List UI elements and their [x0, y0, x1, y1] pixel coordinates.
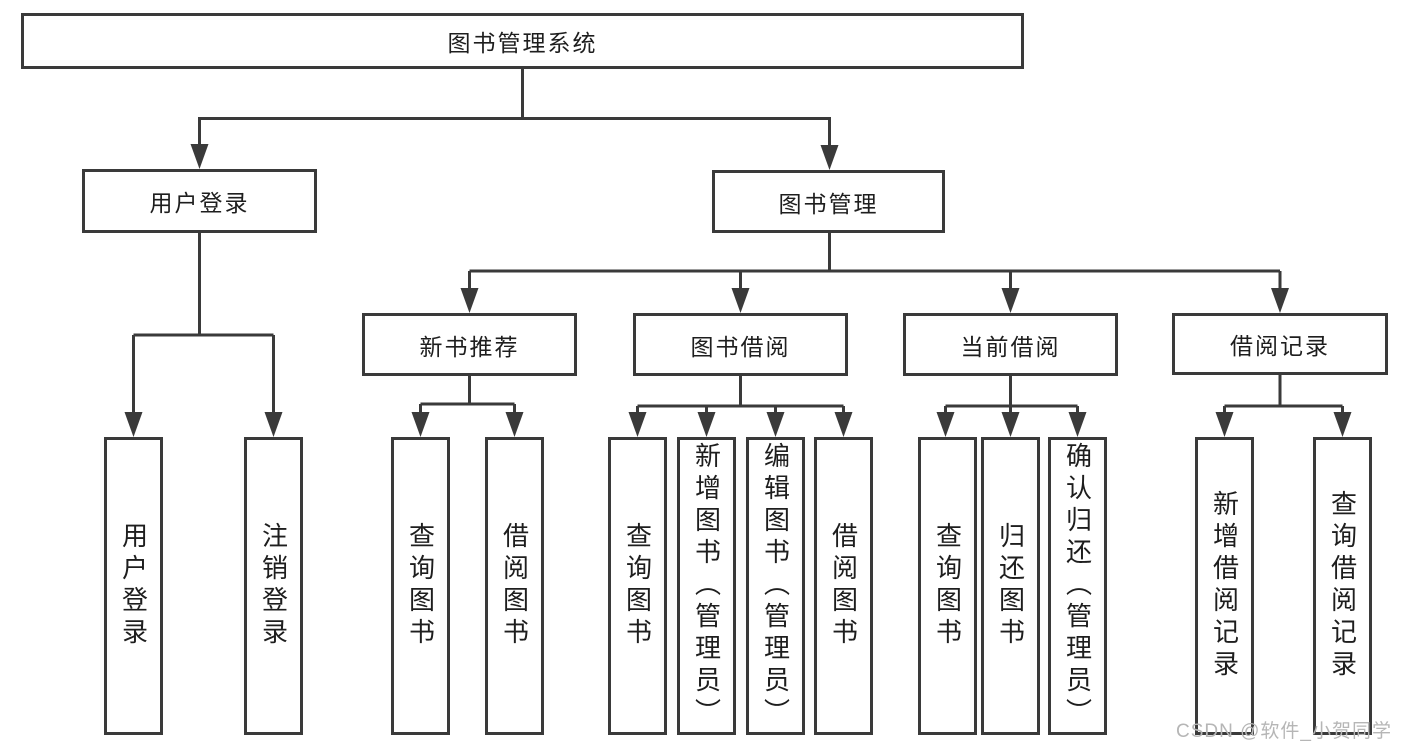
arrow-icon	[766, 412, 785, 437]
leaf-borrow-borrow-book: 借阅图书	[814, 437, 873, 735]
arrow-icon	[264, 412, 283, 437]
leaf-borrow-edit-book-admin: 编辑图书（管理员）	[746, 437, 805, 735]
leaf-user-login: 用户登录	[104, 437, 163, 735]
wire-new-book-children	[419, 376, 516, 418]
leaf-record-query-record: 查询借阅记录	[1313, 437, 1372, 735]
node-root: 图书管理系统	[21, 13, 1024, 69]
arrow-icon	[1333, 412, 1352, 437]
arrow-icon	[628, 412, 647, 437]
wire-book-mgmt-children	[468, 233, 1282, 294]
wire-current-borrow-children	[944, 376, 1079, 418]
connector-paths	[132, 69, 1344, 418]
arrowheads	[124, 144, 1352, 437]
arrow-icon	[936, 412, 955, 437]
node-book-borrow: 图书借阅	[633, 313, 848, 376]
leaf-record-add-record: 新增借阅记录	[1195, 437, 1254, 735]
arrow-icon	[1068, 412, 1087, 437]
arrow-icon	[190, 144, 209, 169]
arrow-icon	[460, 288, 479, 313]
wire-root-to-level2	[198, 69, 831, 150]
node-new-book-recommend: 新书推荐	[362, 313, 577, 376]
arrow-icon	[1001, 288, 1020, 313]
leaf-current-return-book: 归还图书	[981, 437, 1040, 735]
node-current-borrow: 当前借阅	[903, 313, 1118, 376]
arrow-icon	[834, 412, 853, 437]
arrow-icon	[731, 288, 750, 313]
arrow-icon	[124, 412, 143, 437]
leaf-borrow-add-book-admin: 新增图书（管理员）	[677, 437, 736, 735]
leaf-current-query-book: 查询图书	[918, 437, 977, 735]
arrow-icon	[1215, 412, 1234, 437]
arrow-icon	[1271, 288, 1289, 313]
leaf-borrow-query-book: 查询图书	[608, 437, 667, 735]
arrow-icon	[820, 145, 839, 170]
arrow-icon	[505, 412, 524, 437]
node-user-login: 用户登录	[82, 169, 317, 233]
wire-book-borrow-children	[636, 376, 845, 418]
arrow-icon	[411, 412, 430, 437]
wire-borrow-record-children	[1223, 375, 1344, 418]
leaf-newbook-borrow-book: 借阅图书	[485, 437, 544, 735]
node-book-management: 图书管理	[712, 170, 945, 233]
wire-user-login-children	[132, 233, 275, 418]
node-borrow-record: 借阅记录	[1172, 313, 1388, 375]
leaf-newbook-query-book: 查询图书	[391, 437, 450, 735]
arrow-icon	[697, 412, 716, 437]
csdn-watermark: CSDN @软件_小贺同学	[1176, 721, 1392, 742]
leaf-current-confirm-return-admin: 确认归还（管理员）	[1048, 437, 1107, 735]
arrow-icon	[1001, 412, 1020, 437]
leaf-logout: 注销登录	[244, 437, 303, 735]
